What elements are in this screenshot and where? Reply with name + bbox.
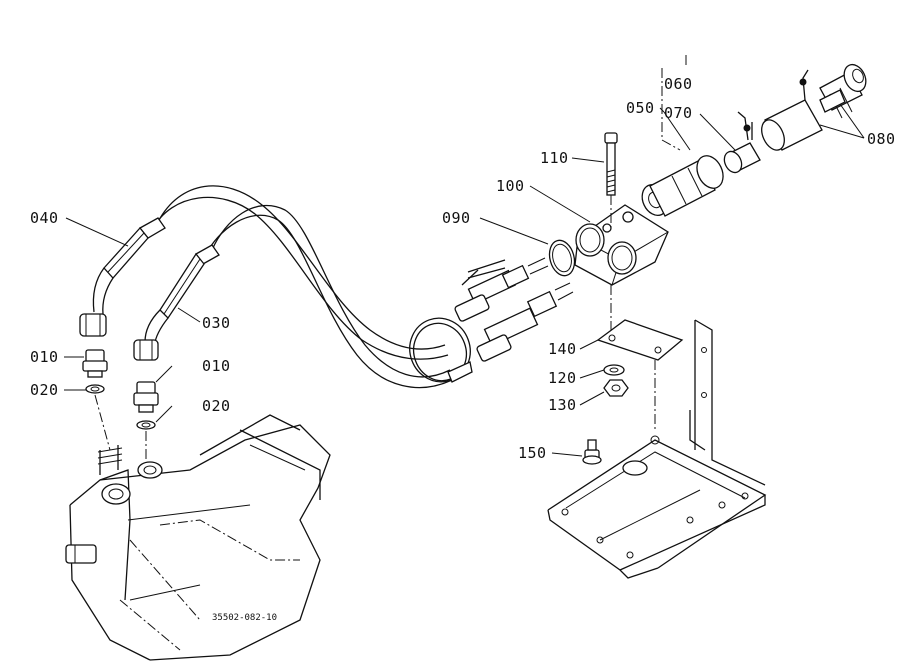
- o-ring-020-left: [85, 384, 105, 394]
- snap-ring-090: [548, 239, 576, 277]
- hose-fitting-040: [79, 217, 166, 337]
- control-valve-body: [65, 414, 331, 661]
- o-ring-020-right-hole: [141, 422, 151, 428]
- hose-fitting-030: [133, 244, 220, 361]
- hose-end-fitting-upper: [454, 257, 549, 322]
- label-010-right: 010: [202, 357, 231, 375]
- bolt-150: [582, 439, 602, 465]
- label-090: 090: [442, 209, 471, 227]
- nut-130: [603, 379, 629, 397]
- bracket-140: [596, 319, 684, 361]
- leader-lines: [64, 103, 865, 457]
- label-030: 030: [202, 314, 231, 332]
- hose-end-fitting-lower: [476, 282, 574, 362]
- label-100: 100: [496, 177, 525, 195]
- hydraulic-hose-pair: [151, 185, 453, 389]
- hose-clamp: [409, 317, 473, 383]
- alignment-line: [94, 394, 111, 451]
- o-ring-020-left-hole: [90, 386, 100, 392]
- label-020-left: 020: [30, 381, 59, 399]
- washer-120: [603, 364, 625, 376]
- label-150: 150: [518, 444, 547, 462]
- label-130: 130: [548, 396, 577, 414]
- label-080: 080: [867, 130, 896, 148]
- o-ring-020-right: [136, 420, 156, 430]
- label-020-right: 020: [202, 397, 231, 415]
- bolt-110: [604, 132, 618, 196]
- label-120: 120: [548, 369, 577, 387]
- label-060: 060: [664, 75, 693, 93]
- coupler-body-070: [723, 111, 761, 174]
- adapter-010-right: [133, 381, 159, 413]
- label-110: 110: [540, 149, 569, 167]
- group-bracket-line: [661, 68, 681, 151]
- label-140: 140: [548, 340, 577, 358]
- quick-coupler-050: [641, 155, 724, 217]
- label-040: 040: [30, 209, 59, 227]
- mounting-base-plate: [547, 319, 767, 579]
- coupler-sleeve-080: [761, 63, 867, 151]
- label-010-left: 010: [30, 348, 59, 366]
- adapter-010-left: [82, 349, 108, 378]
- drawing-number: 35502-082-10: [212, 613, 277, 623]
- label-070: 070: [664, 104, 693, 122]
- label-050: 050: [626, 99, 655, 117]
- coupler-block-100: [574, 204, 669, 286]
